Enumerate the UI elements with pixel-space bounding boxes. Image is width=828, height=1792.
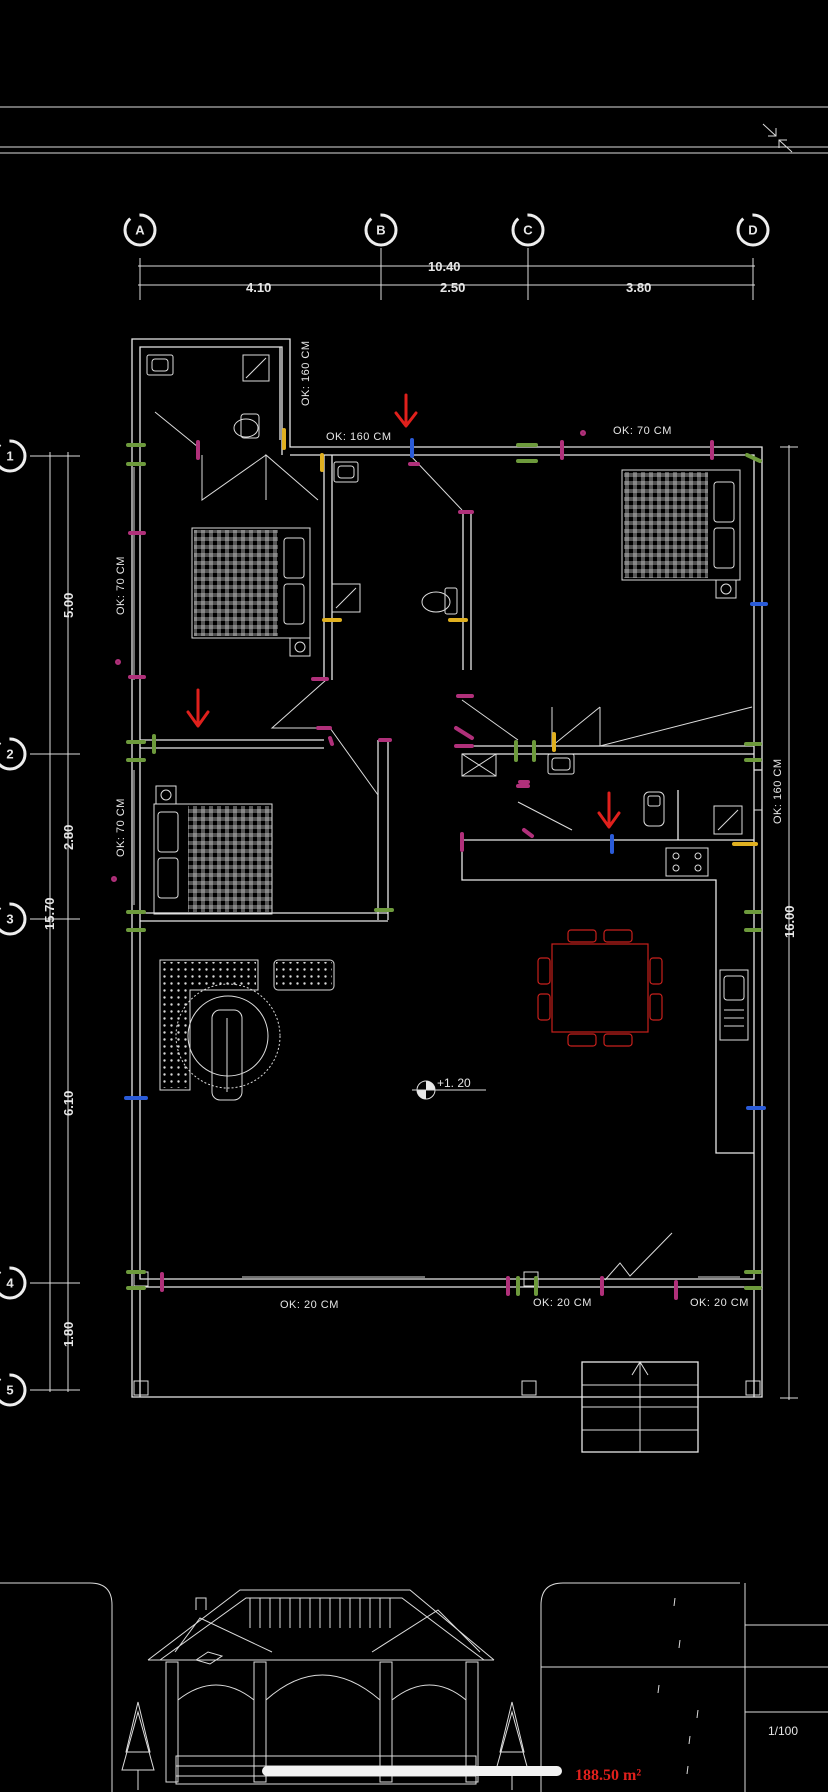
beds	[153, 469, 741, 915]
dim-total-height-left: 15.70	[42, 897, 57, 930]
front-elevation: 1/100 188.50 m²	[0, 1582, 828, 1792]
svg-text:B: B	[376, 223, 385, 238]
dim-segment-c-d: 3.80	[626, 280, 651, 295]
grid-bubble-1: 1	[0, 439, 27, 473]
grid-bubble-a: A	[123, 213, 157, 247]
opening-left-upper: OK: 70 CM	[115, 556, 127, 615]
kitchen-fixtures	[665, 847, 749, 1041]
dim-total-height-right: 16.00	[782, 905, 797, 938]
svg-text:5: 5	[6, 1383, 13, 1398]
opening-right-kitchen: OK: 160 CM	[772, 758, 784, 824]
doors	[133, 411, 753, 1281]
grid-bubble-b: B	[364, 213, 398, 247]
arrow-down-icon	[186, 688, 210, 728]
svg-text:2: 2	[6, 747, 13, 762]
dining-table	[537, 929, 663, 1047]
svg-text:C: C	[523, 223, 533, 238]
dim-segment-4-5: 1.80	[61, 1322, 76, 1347]
grid-bubble-3: 3	[0, 902, 27, 936]
sanitary-fixtures	[146, 354, 743, 835]
title-block-scale: 1/100	[768, 1724, 798, 1738]
walls	[131, 338, 763, 1453]
right-dimension: 16.00	[780, 445, 798, 1400]
arrow-down-icon	[597, 791, 621, 829]
grid-bubble-4: 4	[0, 1266, 27, 1300]
top-dimensions: 10.40 4.10 2.50 3.80	[138, 248, 755, 300]
yellow-markers	[282, 428, 758, 846]
svg-text:3: 3	[6, 912, 13, 927]
opening-left-lower: OK: 70 CM	[115, 798, 127, 857]
resize-arrows-icon[interactable]	[762, 123, 793, 153]
left-dimensions: 15.70 5.00 2.80 6.10 1.80	[30, 452, 80, 1392]
opening-top-mid: OK: 160 CM	[326, 431, 392, 443]
dim-total-width: 10.40	[428, 259, 461, 274]
svg-text:1: 1	[6, 449, 13, 464]
grid-bubble-c: C	[511, 213, 545, 247]
svg-text:+1. 20: +1. 20	[437, 1076, 471, 1090]
svg-text:A: A	[135, 223, 145, 238]
opening-labels: OK: 160 CM OK: 70 CM OK: 160 CM OK: 70 C…	[115, 340, 784, 1311]
grid-rows: 1 2 3 4 5	[0, 439, 27, 1407]
title-block-area: 188.50 m²	[575, 1767, 641, 1784]
bed-upper-left	[191, 527, 311, 657]
level-marker: +1. 20	[412, 1076, 486, 1100]
green-markers	[126, 443, 762, 1296]
top-boundary-lines	[0, 106, 828, 154]
arrow-down-icon	[394, 393, 418, 428]
bed-lower-left	[153, 785, 273, 915]
red-arrow-icons	[186, 393, 621, 829]
grid-columns: A B C D	[123, 213, 770, 247]
dim-segment-3-4: 6.10	[61, 1091, 76, 1116]
opening-top-right: OK: 70 CM	[613, 425, 672, 437]
grid-bubble-2: 2	[0, 737, 27, 771]
opening-bottom-left: OK: 20 CM	[280, 1299, 339, 1311]
dim-segment-b-c: 2.50	[440, 280, 465, 295]
bed-upper-right	[621, 469, 741, 599]
dim-segment-1-2: 5.00	[61, 593, 76, 618]
dim-segment-2-3: 2.80	[61, 825, 76, 850]
grid-bubble-d: D	[736, 213, 770, 247]
svg-text:4: 4	[6, 1276, 14, 1291]
opening-bottom-mid: OK: 20 CM	[533, 1297, 592, 1309]
magenta-markers	[111, 430, 714, 1300]
opening-bath: OK: 160 CM	[300, 340, 312, 406]
living-room-sofa-set	[159, 959, 335, 1101]
dim-segment-a-b: 4.10	[246, 280, 271, 295]
svg-text:D: D	[748, 223, 757, 238]
blue-markers	[124, 438, 768, 1110]
opening-bottom-right: OK: 20 CM	[690, 1297, 749, 1309]
grid-bubble-5: 5	[0, 1373, 27, 1407]
home-indicator[interactable]	[262, 1766, 562, 1776]
